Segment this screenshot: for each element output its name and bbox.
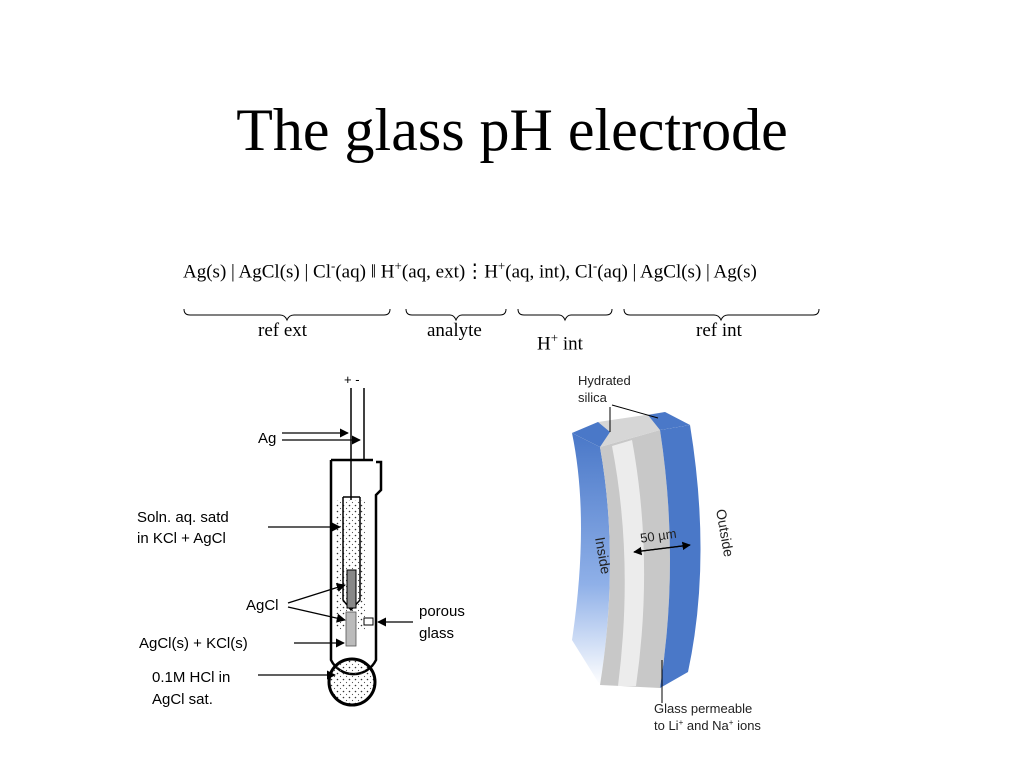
label-agcl-kcl: AgCl(s) + KCl(s) [139, 635, 248, 652]
eq-int: (aq, int), Cl [505, 261, 593, 283]
label-porous-2: glass [419, 625, 454, 642]
brace-label-analyte: analyte [427, 320, 482, 341]
page-title: The glass pH electrode [236, 97, 788, 163]
electrode-diagram: + - Ag Soln. aq. satd in KCl + AgCl AgCl… [137, 372, 465, 708]
thickness-arrow-left [633, 544, 691, 556]
eq-minus-2: - [592, 258, 598, 273]
brace-h-int [517, 308, 613, 322]
hydrated-layer-outside [660, 425, 701, 688]
eq-minus-1: - [331, 258, 336, 273]
label-permeable-2: to Li+ and Na+ ions [654, 718, 761, 733]
brace-label-h-int: H+ int [537, 330, 583, 355]
eq-ref-ext: Ag(s) | AgCl(s) | Cl [183, 261, 332, 283]
hydrated-layer-inside [572, 433, 610, 685]
label-inside: Inside [592, 536, 614, 576]
agcl-coating [346, 569, 357, 609]
terminal-labels: + - [344, 372, 360, 387]
brace-ref-ext [183, 308, 391, 322]
eq-rest: (aq) | AgCl(s) | Ag(s) [597, 261, 757, 283]
agcl-kcl-solid [345, 611, 357, 647]
label-outside: Outside [713, 508, 737, 559]
brace-ref-int [623, 308, 820, 322]
eq-aq-1: (aq) [335, 261, 371, 283]
cell-notation: Ag(s) | AgCl(s) | Cl-(aq) ‖ H+(aq, ext)⋮… [183, 258, 757, 283]
porous-plug [363, 617, 374, 626]
label-soln-2: in KCl + AgCl [137, 530, 226, 547]
label-hydrated-1: Hydrated [578, 373, 631, 388]
eq-ext: (aq, ext) [401, 261, 466, 283]
brace-analyte [405, 308, 507, 322]
label-hcl-2: AgCl sat. [152, 691, 213, 708]
inner-tube [342, 497, 361, 612]
eq-membrane: ⋮ [465, 261, 485, 283]
eq-h-2: H [484, 261, 498, 283]
h-int-int: int [558, 333, 583, 355]
h-int-plus: + [550, 330, 559, 345]
label-hydrated-2: silica [578, 390, 608, 405]
membrane-diagram: Hydrated silica Inside Outside 50 µm Gla… [572, 373, 761, 733]
brace-label-ref-ext: ref ext [258, 320, 308, 341]
glass-bulb [327, 657, 377, 707]
label-hcl-1: 0.1M HCl in [152, 669, 230, 686]
label-permeable-1: Glass permeable [654, 701, 752, 716]
eq-h-1: H [376, 261, 395, 283]
eq-salt-bridge: ‖ [370, 261, 377, 283]
label-ag: Ag [258, 430, 276, 447]
h-int-h: H [537, 333, 551, 355]
label-thickness: 50 µm [639, 526, 677, 546]
eq-plus-1: + [394, 258, 402, 273]
label-porous-1: porous [419, 603, 465, 620]
label-soln-1: Soln. aq. satd [137, 509, 229, 526]
eq-plus-2: + [497, 258, 506, 273]
brace-label-ref-int: ref int [696, 320, 742, 341]
label-agcl: AgCl [246, 597, 279, 614]
